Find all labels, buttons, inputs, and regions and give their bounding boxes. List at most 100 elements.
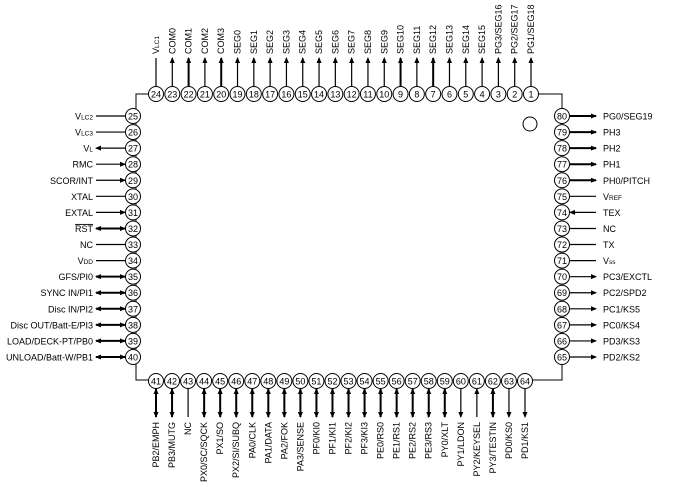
pin-circle bbox=[484, 373, 501, 389]
pin-label: PF1/KI1 bbox=[327, 422, 337, 455]
pin-number: 7 bbox=[431, 90, 436, 100]
pin-4-circle: 4 bbox=[474, 86, 491, 102]
pin-circle bbox=[554, 349, 570, 365]
pin-55-circle: 55 bbox=[372, 373, 389, 389]
pin-80: PG0/SEG19 bbox=[570, 112, 653, 122]
pin-circle bbox=[554, 236, 570, 253]
pin-79: PH3 bbox=[570, 128, 621, 138]
pin-circle bbox=[125, 204, 141, 221]
pin-64-circle: 64 bbox=[517, 373, 533, 389]
pin-circle bbox=[554, 188, 570, 205]
pin-number: 18 bbox=[249, 90, 259, 100]
pin-21: COM2 bbox=[200, 28, 210, 86]
pin-number: 53 bbox=[344, 377, 354, 387]
pin-circle bbox=[554, 124, 570, 141]
pin-number: 45 bbox=[215, 377, 225, 387]
pin-circle bbox=[276, 373, 293, 389]
pin-label: PD1/KS1 bbox=[520, 422, 530, 459]
pin-65-circle: 65 bbox=[554, 349, 570, 365]
pin-74: TEX bbox=[569, 208, 621, 218]
pin-41: PB2/EMPH bbox=[151, 388, 161, 468]
pin-label: VREF bbox=[603, 192, 622, 202]
pin-label: PA3/SENSE bbox=[295, 422, 305, 471]
pin-8-circle: 8 bbox=[408, 86, 425, 102]
pin-circle bbox=[292, 373, 309, 389]
pin-number: 75 bbox=[557, 192, 567, 202]
pin-number: 54 bbox=[360, 377, 370, 387]
pin-label: SEG2 bbox=[265, 30, 275, 54]
pin-20-circle: 20 bbox=[213, 86, 230, 102]
pin-number: 32 bbox=[128, 224, 138, 234]
pin-41-circle: 41 bbox=[148, 373, 164, 389]
pin-58: PE3/RS3 bbox=[424, 388, 434, 459]
pin-35-circle: 35 bbox=[125, 268, 141, 285]
pin-label: PC3/EXCTL bbox=[603, 272, 652, 282]
pin-circle bbox=[554, 156, 570, 173]
pin-number: 46 bbox=[231, 377, 241, 387]
pin-number: 68 bbox=[557, 304, 567, 314]
pin-52: PF1/KI1 bbox=[327, 388, 337, 455]
pin-32-circle: 32 bbox=[125, 220, 141, 237]
pin-61: PY2/KEYSEL bbox=[472, 388, 482, 477]
pin-number: 76 bbox=[557, 176, 567, 186]
pin-71-circle: 71 bbox=[554, 252, 570, 269]
pin-number: 29 bbox=[128, 176, 138, 186]
pin-46-circle: 46 bbox=[228, 373, 245, 389]
pin-66-circle: 66 bbox=[554, 332, 570, 349]
pin-number: 27 bbox=[128, 144, 138, 154]
pin-label: SEG12 bbox=[428, 25, 438, 54]
pin-53-circle: 53 bbox=[340, 373, 357, 389]
pin-number: 9 bbox=[398, 90, 403, 100]
pin-circle bbox=[372, 373, 389, 389]
pin-79-circle: 79 bbox=[554, 124, 570, 141]
pin-label: PA0/CLK bbox=[247, 422, 257, 458]
pin-37: Disc IN/PI2 bbox=[48, 304, 126, 314]
pin-8: SEG11 bbox=[412, 26, 422, 86]
pin-circle bbox=[164, 86, 181, 102]
pin-7-circle: 7 bbox=[425, 86, 442, 102]
pin-circle bbox=[125, 316, 141, 333]
pin-label: SEG14 bbox=[461, 25, 471, 54]
pin-circle bbox=[500, 373, 517, 389]
pin-number: 78 bbox=[557, 144, 567, 154]
pin-10-circle: 10 bbox=[376, 86, 393, 102]
pin-73: NC bbox=[570, 224, 616, 234]
pin-label: PB3/MUTG bbox=[167, 422, 177, 468]
pin-circle bbox=[245, 86, 262, 102]
pin-17-circle: 17 bbox=[262, 86, 279, 102]
pin-51: PF0/KI0 bbox=[311, 388, 321, 455]
pin-circle bbox=[356, 373, 373, 389]
pin-70-circle: 70 bbox=[554, 268, 570, 285]
pin-circle bbox=[125, 188, 141, 205]
pin-54-circle: 54 bbox=[356, 373, 373, 389]
pin-number: 26 bbox=[128, 128, 138, 138]
pin-62: PY3/TESTIN bbox=[488, 388, 498, 474]
pin-19-circle: 19 bbox=[229, 86, 246, 102]
pin-3-circle: 3 bbox=[490, 86, 507, 102]
pin-label: EXTAL bbox=[65, 208, 93, 218]
pin-number: 51 bbox=[311, 377, 321, 387]
pin-74-circle: 74 bbox=[554, 204, 570, 221]
pin-circle bbox=[244, 373, 261, 389]
pin-circle bbox=[408, 86, 425, 102]
pin-48-circle: 48 bbox=[260, 373, 277, 389]
pin-label: PD3/KS3 bbox=[603, 336, 640, 346]
pin-6: SEG13 bbox=[444, 25, 454, 86]
pin-label: PG0/SEG19 bbox=[603, 112, 653, 122]
pin-number: 42 bbox=[167, 377, 177, 387]
pin-68-circle: 68 bbox=[554, 300, 570, 317]
pin-circle bbox=[425, 86, 442, 102]
pin-label: PH2 bbox=[603, 144, 621, 154]
pin-circle bbox=[324, 373, 341, 389]
pin-25: VLC2 bbox=[75, 112, 125, 122]
pin-22-circle: 22 bbox=[180, 86, 197, 102]
pin-75: VREF bbox=[570, 192, 622, 202]
pin-circle bbox=[311, 86, 328, 102]
pin-27: VL bbox=[83, 144, 125, 154]
pin-label: PH3 bbox=[603, 128, 621, 138]
pin-label: PC2/SPD2 bbox=[603, 288, 647, 298]
pin-circle bbox=[125, 140, 141, 157]
pin-label: PF3/KI3 bbox=[360, 422, 370, 455]
pin-59-circle: 59 bbox=[436, 373, 453, 389]
pin-label: COM2 bbox=[200, 28, 210, 54]
